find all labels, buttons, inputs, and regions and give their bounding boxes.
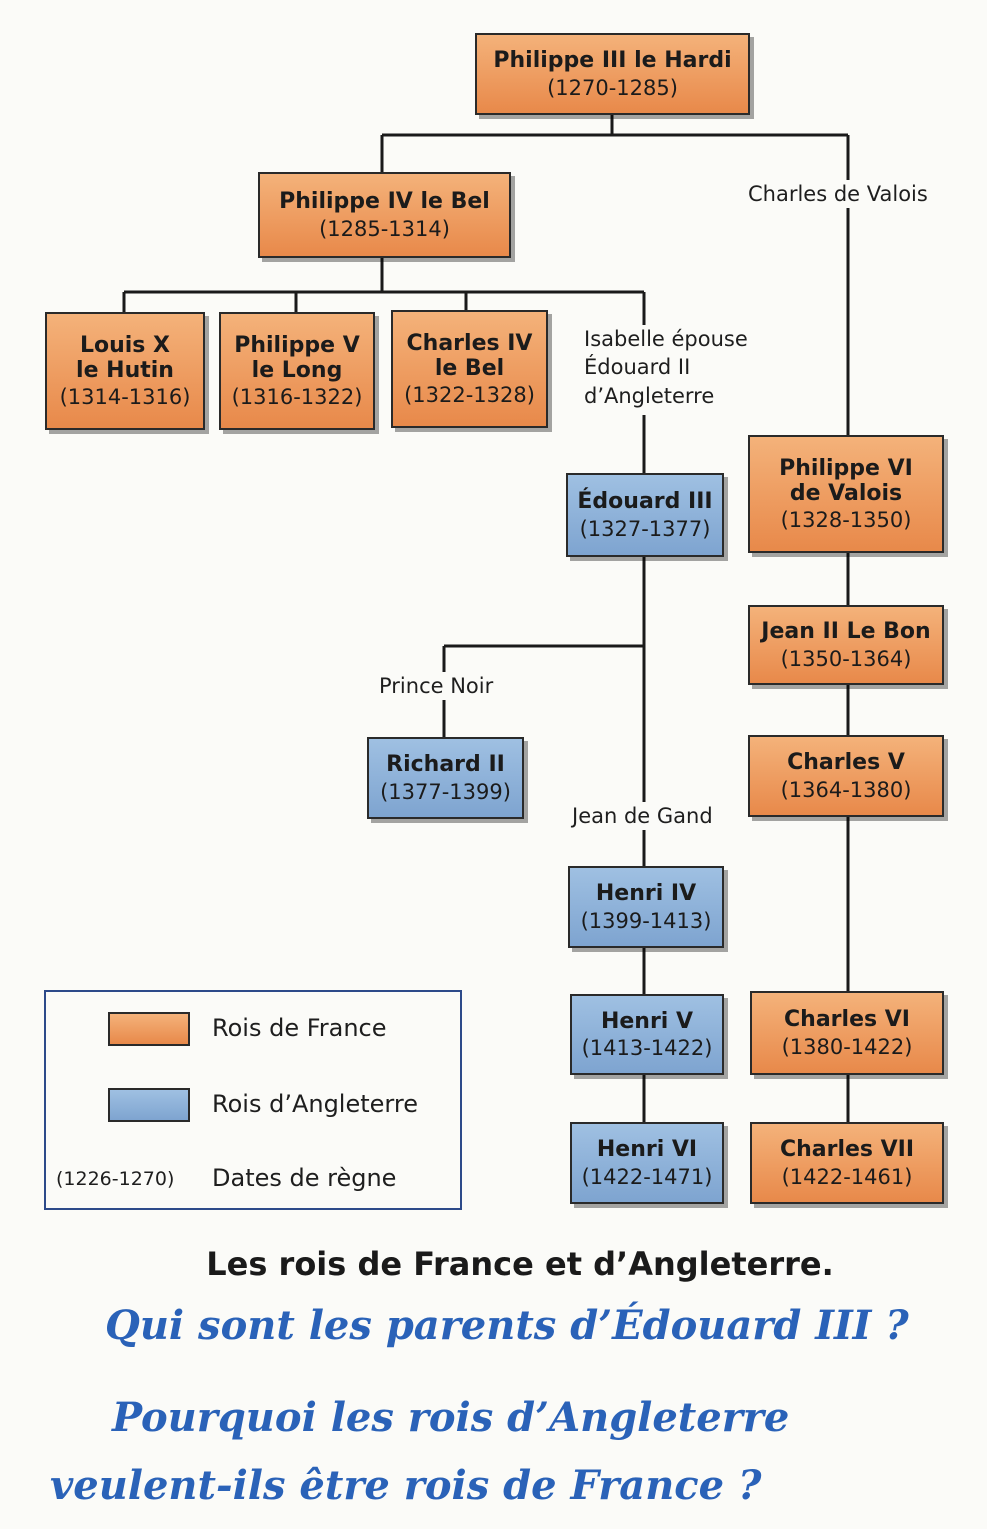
legend-label-france: Rois de France bbox=[212, 1014, 387, 1042]
king-philippe-iv: Philippe IV le Bel (1285-1314) bbox=[258, 172, 511, 258]
reign-dates: (1364-1380) bbox=[780, 777, 912, 802]
king-richard-ii: Richard II (1377-1399) bbox=[367, 737, 524, 819]
king-philippe-iii: Philippe III le Hardi (1270-1285) bbox=[475, 33, 750, 115]
king-henri-iv: Henri IV (1399-1413) bbox=[568, 866, 724, 948]
reign-dates: (1413-1422) bbox=[581, 1036, 713, 1061]
king-charles-vi: Charles VI (1380-1422) bbox=[750, 991, 944, 1075]
king-name: Henri VI bbox=[596, 1137, 698, 1163]
king-name: Philippe IV le Bel bbox=[279, 189, 490, 215]
reign-dates: (1316-1322) bbox=[231, 385, 363, 410]
legend-label-england: Rois d’Angleterre bbox=[212, 1090, 418, 1118]
legend-label-dates: Dates de règne bbox=[212, 1164, 397, 1192]
reign-dates: (1322-1328) bbox=[404, 383, 535, 408]
figure-caption: Les rois de France et d’Angleterre. bbox=[206, 1245, 834, 1283]
king-charles-v: Charles V (1364-1380) bbox=[748, 735, 944, 817]
king-name: Henri V bbox=[600, 1008, 694, 1034]
king-name: Charles V bbox=[787, 750, 905, 776]
label-isabelle: Isabelle épouse Édouard II d’Angleterre bbox=[580, 325, 752, 411]
king-name: Philippe III le Hardi bbox=[493, 48, 732, 74]
label-charles-de-valois: Charles de Valois bbox=[744, 180, 932, 209]
king-henri-vi: Henri VI (1422-1471) bbox=[570, 1122, 724, 1204]
isabelle-line-2: Édouard II bbox=[584, 355, 691, 380]
reign-dates: (1350-1364) bbox=[780, 646, 912, 671]
king-henri-v: Henri V (1413-1422) bbox=[570, 994, 724, 1075]
king-name: Édouard III bbox=[577, 489, 713, 515]
reign-dates: (1270-1285) bbox=[547, 75, 678, 100]
king-philippe-v: Philippe V le Long (1316-1322) bbox=[219, 312, 375, 430]
reign-dates: (1328-1350) bbox=[780, 508, 912, 533]
reign-dates: (1285-1314) bbox=[319, 216, 450, 241]
isabelle-line-3: d’Angleterre bbox=[584, 383, 715, 408]
label-jean-de-gand: Jean de Gand bbox=[568, 802, 717, 831]
king-name: Charles VII bbox=[779, 1137, 915, 1163]
question-2-line-2: veulent-ils être rois de France ? bbox=[50, 1462, 762, 1509]
legend-box: Rois de France Rois d’Angleterre (1226-1… bbox=[44, 990, 462, 1210]
label-prince-noir: Prince Noir bbox=[375, 672, 498, 701]
king-name: Philippe V bbox=[234, 332, 360, 358]
reign-dates: (1422-1461) bbox=[781, 1164, 913, 1189]
king-epithet: le Hutin bbox=[76, 357, 174, 383]
king-name: Richard II bbox=[386, 752, 505, 778]
king-charles-iv: Charles IV le Bel (1322-1328) bbox=[391, 310, 548, 428]
king-name: Louis X bbox=[79, 332, 171, 358]
question-1: Qui sont les parents d’Édouard III ? bbox=[105, 1302, 909, 1349]
legend-sample-dates: (1226-1270) bbox=[56, 1168, 175, 1190]
reign-dates: (1327-1377) bbox=[579, 516, 711, 541]
reign-dates: (1399-1413) bbox=[580, 908, 712, 933]
king-epithet: de Valois bbox=[789, 480, 903, 506]
king-name: Philippe VI bbox=[779, 455, 913, 481]
king-name: Henri IV bbox=[595, 881, 697, 907]
king-name: Charles IV bbox=[406, 330, 533, 356]
reign-dates: (1377-1399) bbox=[380, 779, 511, 804]
reign-dates: (1422-1471) bbox=[581, 1164, 713, 1189]
king-philippe-vi: Philippe VI de Valois (1328-1350) bbox=[748, 435, 944, 553]
king-charles-vii: Charles VII (1422-1461) bbox=[750, 1122, 944, 1204]
legend-swatch-france bbox=[108, 1012, 190, 1046]
reign-dates: (1314-1316) bbox=[59, 385, 191, 410]
king-epithet: le Long bbox=[251, 357, 343, 383]
legend-swatch-england bbox=[108, 1088, 190, 1122]
king-jean-ii: Jean II Le Bon (1350-1364) bbox=[748, 605, 944, 685]
reign-dates: (1380-1422) bbox=[781, 1034, 913, 1059]
isabelle-line-1: Isabelle épouse bbox=[584, 327, 748, 351]
king-epithet: le Bel bbox=[434, 355, 505, 381]
question-2-line-1: Pourquoi les rois d’Angleterre bbox=[112, 1394, 790, 1441]
king-louis-x: Louis X le Hutin (1314-1316) bbox=[45, 312, 205, 430]
king-name: Charles VI bbox=[784, 1007, 910, 1033]
king-edouard-iii: Édouard III (1327-1377) bbox=[566, 473, 724, 557]
king-name: Jean II Le Bon bbox=[761, 619, 931, 645]
